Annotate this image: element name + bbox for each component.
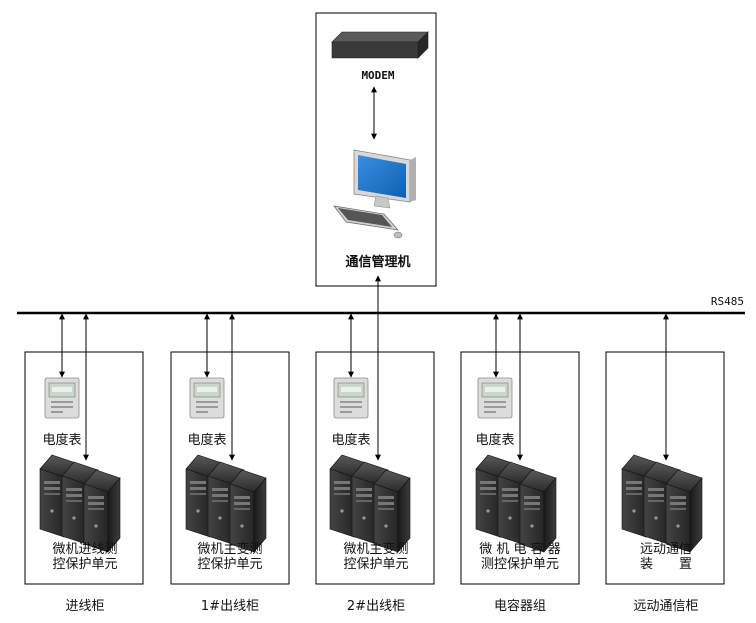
bus-label: RS485: [711, 295, 744, 308]
cabinet-box: [315, 351, 435, 585]
cabinet-name: 2#出线柜: [347, 599, 405, 614]
unit-label-line2: 测控保护单元: [481, 557, 559, 572]
unit-label-line1: 微机主变测: [197, 541, 262, 557]
cabinet-telecontrol: 远动通信 装 置 远动通信柜: [605, 313, 725, 614]
unit-label-line2: 控保护单元: [197, 557, 262, 572]
modem-icon: [331, 31, 429, 59]
computer-icon: [333, 149, 416, 239]
server-tower-icon: [373, 469, 411, 553]
unit-label-line2: 控保护单元: [52, 557, 117, 572]
meter-label: 电度表: [187, 432, 226, 448]
server-tower-icon: [83, 469, 121, 553]
server-tower-icon: [665, 469, 703, 553]
cabinet-capacitor: 电度表 微 机 电 容 器 测控保护单元 电容器组: [460, 313, 580, 614]
cabinet-name: 1#出线柜: [201, 599, 259, 614]
cabinet-name: 电容器组: [494, 598, 546, 614]
cabinet-name: 进线柜: [65, 599, 104, 614]
meter-label: 电度表: [331, 432, 370, 448]
cabinet-name: 远动通信柜: [633, 599, 698, 614]
server-tower-icon: [229, 469, 267, 553]
modem-label: MODEM: [361, 69, 394, 82]
server-tower-icon: [519, 469, 557, 553]
cabinet-outgoing-1: 电度表 微机主变测 控保护单元 1#出线柜: [170, 313, 290, 614]
unit-label-line2: 装 置: [640, 557, 692, 572]
unit-label-line2: 控保护单元: [343, 557, 408, 572]
energy-meter-icon: [477, 377, 513, 419]
unit-label-line1: 远动通信: [640, 542, 692, 557]
unit-label-line1: 微 机 电 容 器: [479, 541, 561, 557]
energy-meter-icon: [44, 377, 80, 419]
unit-label-line1: 微机主变测: [343, 541, 408, 557]
energy-meter-icon: [333, 377, 369, 419]
meter-label: 电度表: [475, 432, 514, 448]
meter-label: 电度表: [42, 432, 81, 448]
unit-label-line1: 微机进线测: [52, 542, 117, 557]
manager-label: 通信管理机: [345, 254, 410, 270]
energy-meter-icon: [189, 377, 225, 419]
cabinet-incoming: 电度表 微机进线测 控保护单元 进线柜: [24, 313, 144, 614]
cabinet-outgoing-2: 电度表 微机主变测 控保护单元 2#出线柜: [315, 313, 435, 614]
